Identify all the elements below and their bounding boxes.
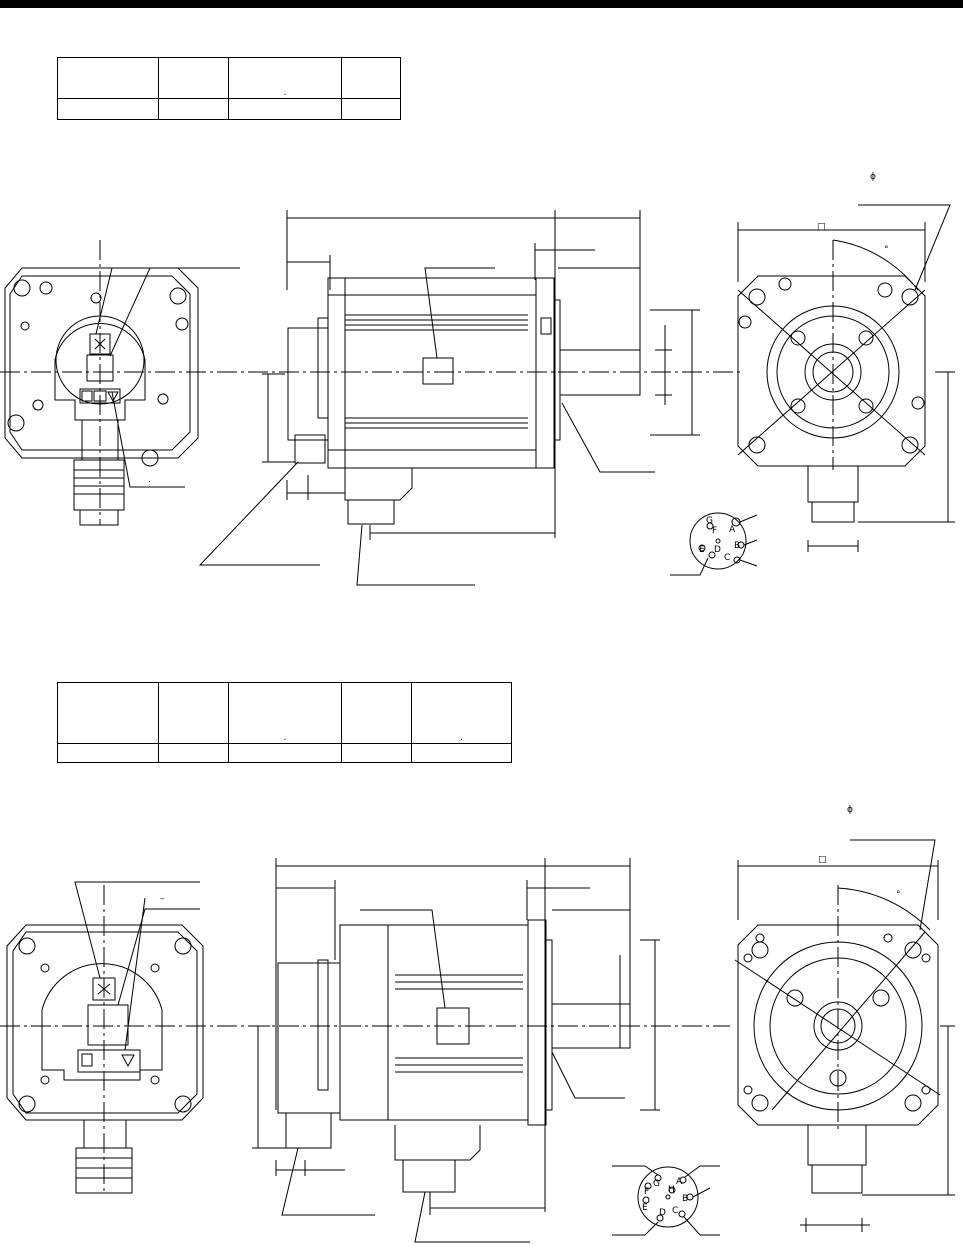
pin-label: E	[642, 1203, 648, 1213]
header-bar	[0, 0, 963, 8]
connector-pinout-2	[612, 1165, 720, 1236]
table-row	[57, 98, 401, 120]
table-row: .	[57, 57, 401, 99]
pin-label: D	[659, 1208, 666, 1218]
pin-label: C	[724, 553, 730, 563]
connector-pinout-1	[670, 512, 758, 576]
grounding-icon	[81, 1053, 93, 1067]
pin-label: G	[706, 516, 713, 526]
table-cell	[341, 57, 401, 99]
table-cell	[158, 682, 229, 744]
diameter-label: ϕ	[870, 172, 876, 182]
pin-label: C	[672, 1206, 678, 1216]
pin-label: E	[699, 545, 705, 555]
pin-label: A	[729, 525, 736, 535]
angle-label: °	[884, 245, 889, 255]
diameter-label: ϕ	[847, 805, 853, 815]
front-view-2	[734, 839, 955, 1232]
caution-triangle-icon	[107, 391, 119, 403]
pin-label: D	[714, 545, 721, 555]
table-cell: .	[411, 682, 512, 744]
pin-label: F	[644, 1187, 649, 1197]
grounding-icon	[81, 390, 93, 402]
side-view-1	[198, 210, 700, 586]
motor-drawing-1	[0, 204, 955, 586]
pin-label: G	[653, 1179, 660, 1189]
square-label: □	[817, 222, 826, 232]
caution-triangle-icon	[121, 1054, 135, 1068]
spec-table-1: .	[57, 57, 401, 120]
table-row: . .	[57, 682, 512, 744]
pin-label: H	[668, 1185, 675, 1195]
table-row	[57, 743, 512, 763]
table-cell: .	[228, 57, 342, 99]
spec-table-2: . .	[57, 682, 512, 763]
angle-label: °	[896, 890, 901, 900]
pin-label: B	[682, 1194, 688, 1204]
pin-label: F	[712, 526, 717, 536]
rear-view-2	[6, 881, 204, 1195]
front-view-1	[737, 204, 955, 552]
dim-dot-label: .	[148, 475, 151, 485]
square-label: □	[818, 855, 827, 865]
side-view-2	[252, 858, 660, 1243]
table-cell	[411, 743, 512, 763]
dash-label: –	[160, 894, 165, 904]
motor-drawing-2	[0, 839, 955, 1243]
table-cell	[341, 682, 412, 744]
pin-label: B	[734, 541, 740, 551]
table-cell	[341, 98, 401, 120]
rear-view-1	[4, 240, 240, 526]
pin-label: A	[676, 1177, 683, 1187]
